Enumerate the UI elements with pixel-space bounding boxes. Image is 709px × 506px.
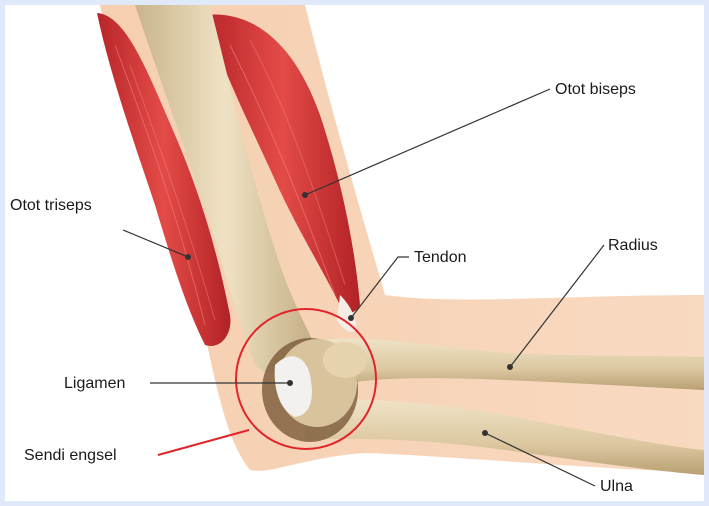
tendon-leader-dot — [348, 315, 354, 321]
radius-leader-dot — [507, 364, 513, 370]
triceps-leader-dot — [185, 254, 191, 260]
label-ulna: Ulna — [600, 478, 633, 495]
biceps-leader-dot — [302, 192, 308, 198]
label-tendon: Tendon — [414, 249, 467, 266]
biceps-leader-line — [305, 89, 550, 195]
label-biceps: Otot biseps — [555, 81, 636, 98]
label-triceps: Otot triseps — [10, 197, 92, 214]
ligament-leader-dot — [287, 380, 293, 386]
label-hinge-joint: Sendi engsel — [24, 447, 117, 464]
elbow-anatomy-illustration: Otot biseps Otot triseps Tendon Radius L… — [5, 5, 704, 501]
ulna-leader-dot — [482, 430, 488, 436]
label-ligament: Ligamen — [64, 375, 125, 392]
label-radius: Radius — [608, 237, 658, 254]
diagram-frame: Otot biseps Otot triseps Tendon Radius L… — [5, 5, 704, 501]
